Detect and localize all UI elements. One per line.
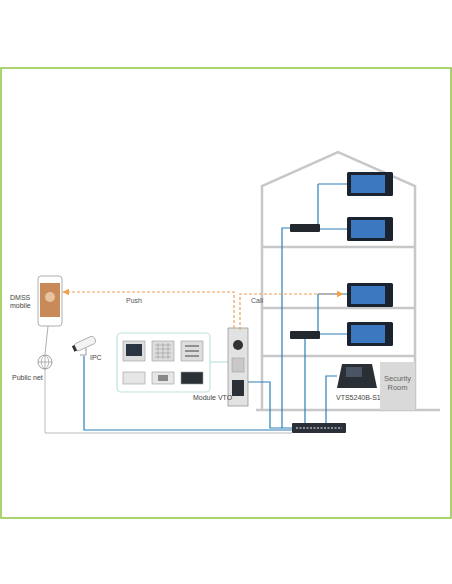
frame-border xyxy=(1,68,451,518)
monitor-body xyxy=(347,172,393,196)
monitor-body xyxy=(347,322,393,346)
phone-screen-face xyxy=(45,292,55,302)
display-module xyxy=(123,341,145,361)
network-cable xyxy=(318,294,347,334)
line-label: Call xyxy=(251,297,263,304)
network-cable xyxy=(248,382,282,428)
device-label: Module VTO xyxy=(193,394,233,402)
monitor-screen xyxy=(351,220,385,238)
vto-camera xyxy=(233,340,243,350)
device-label: Security Room xyxy=(380,375,415,392)
device-node: DMSS mobile xyxy=(10,276,63,326)
call-line xyxy=(240,294,343,330)
keypad-grid xyxy=(155,343,171,359)
room-box: Security Room xyxy=(380,362,415,410)
network-link xyxy=(45,326,48,354)
network-switch xyxy=(290,331,320,339)
network-cable xyxy=(282,228,292,428)
camera-mount xyxy=(80,348,86,355)
push-line xyxy=(63,292,234,328)
device-label: VTS5240B-S1 xyxy=(336,394,380,402)
camera-body xyxy=(73,335,96,352)
monitor-screen xyxy=(351,325,385,343)
device-node: VTS5240B-S1 xyxy=(332,360,380,402)
module-group xyxy=(117,333,210,392)
card-module xyxy=(152,372,174,384)
vto-button xyxy=(232,358,244,372)
card-reader xyxy=(158,375,168,381)
building-outline xyxy=(262,152,415,410)
network-cable xyxy=(326,376,337,424)
monitor-screen xyxy=(351,175,385,193)
device-label: Public net xyxy=(12,374,54,382)
keypad-module xyxy=(152,341,174,361)
device-node: Public net xyxy=(10,354,55,384)
monitor-screen xyxy=(351,286,385,304)
button-rows xyxy=(185,346,199,356)
main-switch xyxy=(292,423,346,433)
monitor-body xyxy=(347,283,393,307)
display-module xyxy=(181,372,203,384)
globe-lines xyxy=(38,355,52,369)
edge-label: Push xyxy=(126,297,142,304)
device-node: IPC xyxy=(70,336,110,366)
indoor-monitors xyxy=(347,172,393,346)
device-node: Module VTO xyxy=(193,328,249,406)
display-screen xyxy=(126,344,142,356)
network-cable xyxy=(304,338,305,424)
floor-line xyxy=(256,247,440,410)
network-switch xyxy=(290,224,320,232)
button-module xyxy=(181,341,203,361)
vto-keypad xyxy=(232,380,244,396)
group-leader xyxy=(210,361,228,362)
station-screen xyxy=(346,367,362,377)
device-label: IPC xyxy=(90,354,110,362)
camera-lens xyxy=(72,345,77,352)
phone-screen xyxy=(40,283,60,317)
internet-link xyxy=(45,369,292,433)
network-cable xyxy=(318,184,347,229)
desk-station xyxy=(337,364,377,388)
globe-icon xyxy=(38,355,52,369)
mobile-phone xyxy=(38,276,62,326)
switch-ports xyxy=(296,427,342,429)
blank-module xyxy=(123,372,145,384)
monitor-body xyxy=(347,217,393,241)
device-label: DMSS mobile xyxy=(10,294,38,310)
